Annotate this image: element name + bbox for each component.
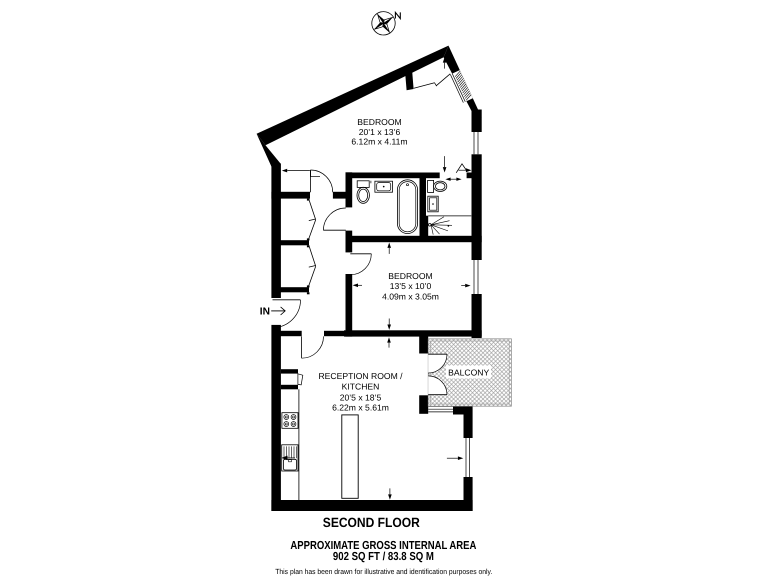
svg-text:13’5 x 10’0: 13’5 x 10’0 bbox=[390, 281, 432, 291]
svg-text:IN: IN bbox=[260, 307, 270, 318]
svg-text:KITCHEN: KITCHEN bbox=[342, 381, 380, 391]
svg-text:20’1 x 13’6: 20’1 x 13’6 bbox=[359, 127, 401, 137]
svg-text:RECEPTION ROOM /: RECEPTION ROOM / bbox=[318, 371, 403, 381]
svg-text:This plan has been drawn for i: This plan has been drawn for illustrativ… bbox=[275, 567, 492, 576]
svg-text:6.22m x 5.61m: 6.22m x 5.61m bbox=[332, 403, 389, 413]
svg-text:BEDROOM: BEDROOM bbox=[388, 271, 432, 281]
svg-text:6.12m x 4.11m: 6.12m x 4.11m bbox=[351, 137, 407, 147]
svg-text:4.09m x 3.05m: 4.09m x 3.05m bbox=[382, 291, 439, 301]
svg-text:20’5 x 18’5: 20’5 x 18’5 bbox=[340, 393, 382, 403]
svg-text:BEDROOM: BEDROOM bbox=[357, 117, 401, 127]
svg-text:BALCONY: BALCONY bbox=[448, 367, 489, 377]
svg-text:902 SQ FT / 83.8 SQ M: 902 SQ FT / 83.8 SQ M bbox=[333, 550, 434, 563]
svg-text:SECOND FLOOR: SECOND FLOOR bbox=[323, 515, 420, 530]
svg-text:APPROXIMATE GROSS INTERNAL ARE: APPROXIMATE GROSS INTERNAL AREA bbox=[290, 539, 477, 552]
